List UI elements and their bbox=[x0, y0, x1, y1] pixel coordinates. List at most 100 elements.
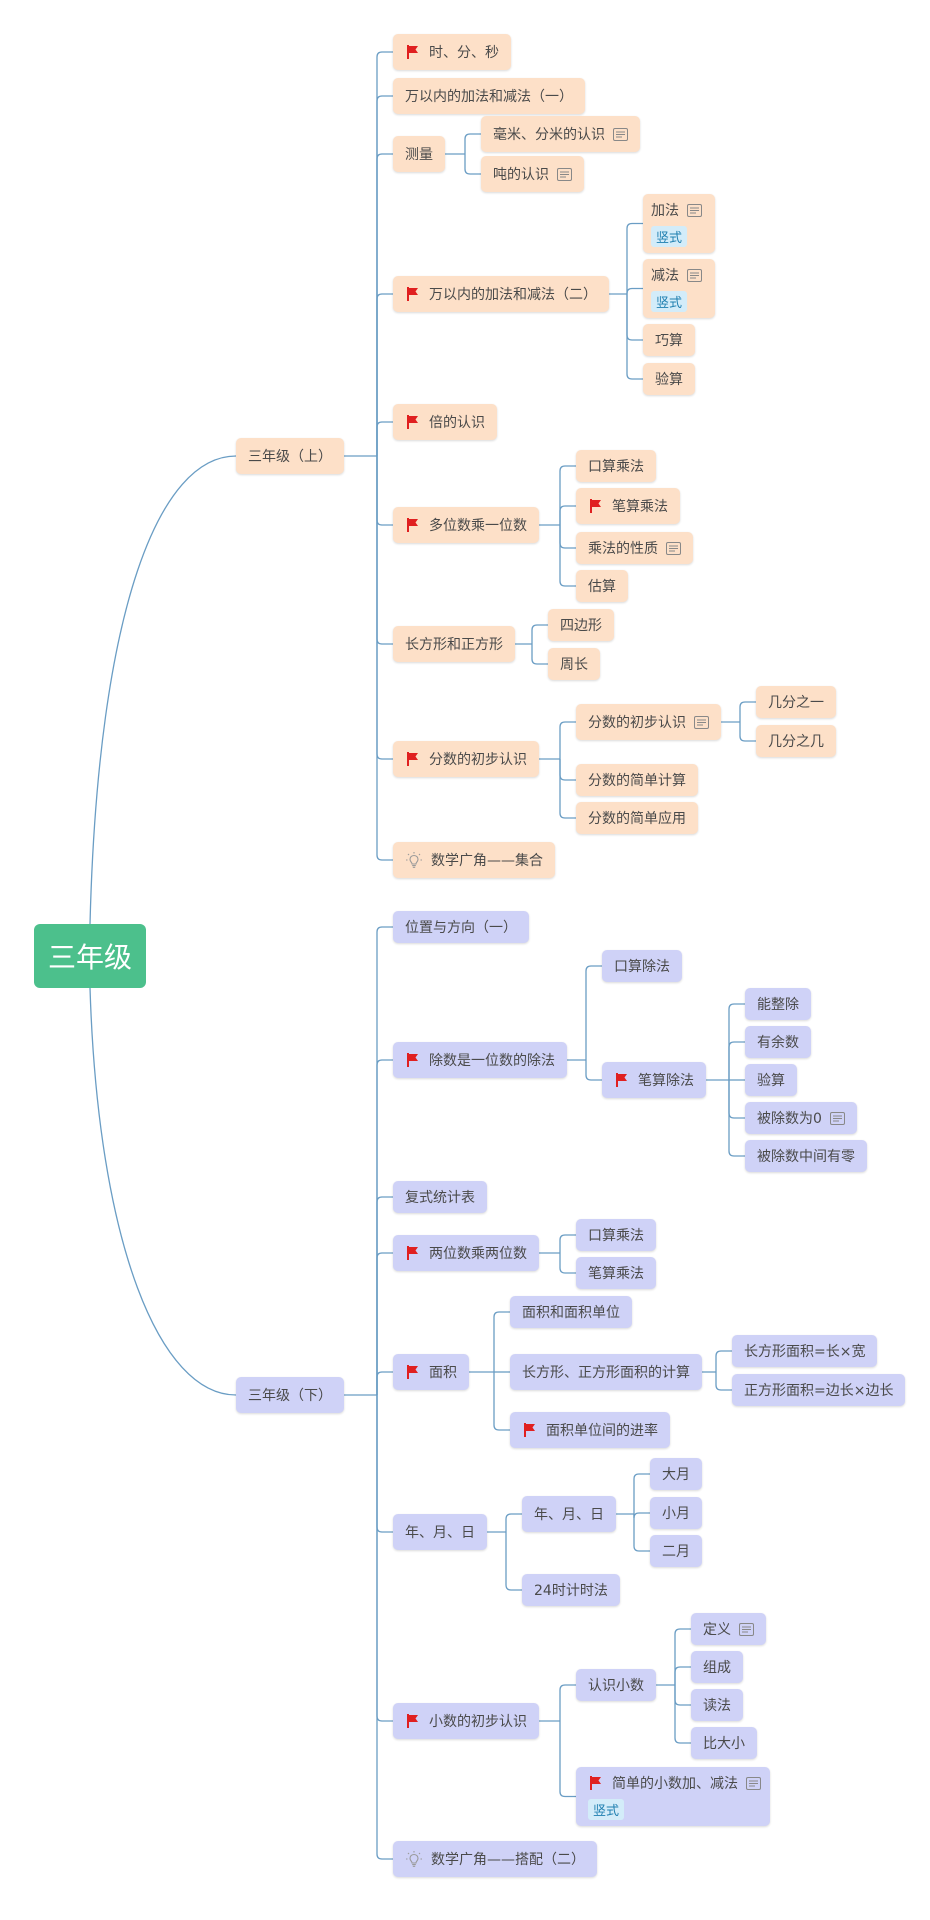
subtopic-label: 被除数中间有零 bbox=[757, 1149, 855, 1165]
connector-line bbox=[585, 1060, 602, 1081]
note-icon[interactable] bbox=[666, 541, 681, 555]
topic-lower-3[interactable]: 复式统计表 bbox=[393, 1181, 487, 1213]
flag-icon bbox=[405, 1245, 421, 1261]
subtopic-lower-5-1[interactable]: 面积和面积单位 bbox=[510, 1296, 632, 1328]
connector-line bbox=[728, 1080, 745, 1157]
note-icon[interactable] bbox=[746, 1776, 761, 1790]
connector-line bbox=[376, 456, 393, 645]
subtopic-lower-7-1d[interactable]: 比大小 bbox=[691, 1727, 757, 1759]
subtopic-upper-4-2[interactable]: 减法 竖式 bbox=[643, 259, 715, 318]
subtopic-lower-7-1c[interactable]: 读法 bbox=[691, 1689, 743, 1721]
topic-upper-3[interactable]: 测量 bbox=[393, 136, 445, 172]
subtopic-lower-2-2[interactable]: 笔算除法 bbox=[602, 1062, 706, 1098]
topic-lower-2[interactable]: 除数是一位数的除法 bbox=[393, 1042, 567, 1078]
subtopic-lower-2-2b[interactable]: 有余数 bbox=[745, 1026, 811, 1058]
subtopic-lower-2-2d[interactable]: 被除数为0 bbox=[745, 1102, 857, 1134]
subtopic-upper-6-2[interactable]: 笔算乘法 bbox=[576, 488, 680, 524]
subtopic-upper-8-1a[interactable]: 几分之一 bbox=[756, 686, 836, 718]
subtopic-lower-6-1[interactable]: 年、月、日 bbox=[522, 1496, 616, 1532]
connector-line bbox=[464, 133, 481, 154]
subtopic-upper-7-2[interactable]: 周长 bbox=[548, 648, 600, 680]
subtopic-label: 小月 bbox=[662, 1506, 690, 1522]
topic-lower-8[interactable]: 数学广角——搭配（二） bbox=[393, 1841, 597, 1877]
connector-line bbox=[739, 701, 756, 722]
subtopic-lower-6-1a[interactable]: 大月 bbox=[650, 1458, 702, 1490]
subtopic-upper-4-3[interactable]: 巧算 bbox=[643, 324, 695, 356]
note-icon[interactable] bbox=[687, 203, 702, 217]
connector-line bbox=[376, 456, 393, 760]
topic-upper-7[interactable]: 长方形和正方形 bbox=[393, 626, 515, 662]
subtopic-lower-7-1a[interactable]: 定义 bbox=[691, 1613, 766, 1645]
topic-lower-1[interactable]: 位置与方向（一） bbox=[393, 911, 529, 943]
subtopic-upper-6-4[interactable]: 估算 bbox=[576, 570, 628, 602]
topic-label: 倍的认识 bbox=[429, 415, 485, 431]
subtopic-upper-3-2[interactable]: 吨的认识 bbox=[481, 156, 584, 192]
topic-lower-5[interactable]: 面积 bbox=[393, 1354, 469, 1390]
connector-line bbox=[633, 1512, 650, 1519]
topic-upper-4[interactable]: 万以内的加法和减法（二） bbox=[393, 276, 609, 312]
topic-upper-9[interactable]: 数学广角——集合 bbox=[393, 842, 555, 878]
connector-line bbox=[493, 1372, 510, 1431]
topic-upper-1[interactable]: 时、分、秒 bbox=[393, 34, 511, 70]
topic-label: 分数的初步认识 bbox=[429, 752, 527, 768]
topic-label: 小数的初步认识 bbox=[429, 1714, 527, 1730]
subtopic-upper-8-1[interactable]: 分数的初步认识 bbox=[576, 704, 721, 740]
subtopic-lower-5-2b[interactable]: 正方形面积=边长×边长 bbox=[732, 1374, 906, 1406]
topic-upper-2[interactable]: 万以内的加法和减法（一） bbox=[393, 78, 585, 114]
subtopic-lower-5-2[interactable]: 长方形、正方形面积的计算 bbox=[510, 1354, 702, 1390]
topic-lower-7[interactable]: 小数的初步认识 bbox=[393, 1703, 539, 1739]
branch-lower[interactable]: 三年级（下） bbox=[236, 1377, 344, 1413]
subtopic-lower-5-2a[interactable]: 长方形面积=长×宽 bbox=[732, 1335, 878, 1367]
subtopic-lower-5-3[interactable]: 面积单位间的进率 bbox=[510, 1412, 670, 1448]
topic-upper-6[interactable]: 多位数乘一位数 bbox=[393, 507, 539, 543]
subtopic-lower-6-2[interactable]: 24时计时法 bbox=[522, 1574, 620, 1606]
subtopic-upper-6-3[interactable]: 乘法的性质 bbox=[576, 532, 693, 564]
subtopic-lower-2-2a[interactable]: 能整除 bbox=[745, 988, 811, 1020]
subtopic-lower-7-1[interactable]: 认识小数 bbox=[576, 1669, 656, 1701]
connector-line bbox=[531, 644, 548, 665]
connector-line bbox=[626, 287, 643, 294]
subtopic-upper-8-1b[interactable]: 几分之几 bbox=[756, 725, 836, 757]
subtopic-upper-8-2[interactable]: 分数的简单计算 bbox=[576, 764, 698, 796]
subtopic-upper-4-1[interactable]: 加法 竖式 bbox=[643, 194, 715, 253]
connector-line bbox=[559, 1684, 576, 1721]
vertical-form-tag: 竖式 bbox=[651, 226, 688, 247]
connector-line bbox=[728, 1080, 745, 1119]
subtopic-lower-4-2[interactable]: 笔算乘法 bbox=[576, 1257, 656, 1289]
note-icon[interactable] bbox=[694, 715, 709, 729]
subtopic-label: 大月 bbox=[662, 1467, 690, 1483]
connector-line bbox=[376, 1395, 393, 1860]
subtopic-lower-2-2c[interactable]: 验算 bbox=[745, 1064, 797, 1096]
subtopic-lower-2-1[interactable]: 口算除法 bbox=[602, 950, 682, 982]
topic-lower-4[interactable]: 两位数乘两位数 bbox=[393, 1235, 539, 1271]
subtopic-label: 长方形面积=长×宽 bbox=[744, 1344, 866, 1360]
subtopic-lower-6-1b[interactable]: 小月 bbox=[650, 1497, 702, 1529]
topic-label: 时、分、秒 bbox=[429, 45, 499, 61]
root-node[interactable]: 三年级 bbox=[34, 924, 147, 988]
topic-upper-5[interactable]: 倍的认识 bbox=[393, 404, 497, 440]
branch-upper[interactable]: 三年级（上） bbox=[236, 438, 344, 474]
topic-upper-8[interactable]: 分数的初步认识 bbox=[393, 741, 539, 777]
note-icon[interactable] bbox=[829, 1111, 845, 1125]
note-icon[interactable] bbox=[739, 1622, 754, 1636]
subtopic-upper-3-1[interactable]: 毫米、分米的认识 bbox=[481, 116, 640, 152]
subtopic-upper-4-4[interactable]: 验算 bbox=[643, 363, 695, 395]
subtopic-lower-7-1b[interactable]: 组成 bbox=[691, 1651, 743, 1683]
subtopic-lower-7-2[interactable]: 简单的小数加、减法 竖式 bbox=[576, 1767, 770, 1826]
subtopic-label: 分数的初步认识 bbox=[588, 715, 686, 731]
subtopic-lower-2-2e[interactable]: 被除数中间有零 bbox=[745, 1140, 867, 1172]
connector-line bbox=[559, 505, 576, 525]
subtopic-upper-8-3[interactable]: 分数的简单应用 bbox=[576, 802, 698, 834]
note-icon[interactable] bbox=[557, 167, 572, 181]
subtopic-lower-4-1[interactable]: 口算乘法 bbox=[576, 1219, 656, 1251]
note-icon[interactable] bbox=[687, 268, 702, 282]
subtopic-upper-6-1[interactable]: 口算乘法 bbox=[576, 450, 656, 482]
connector-line bbox=[559, 759, 576, 781]
branch-lower-label: 三年级（下） bbox=[248, 1388, 332, 1404]
topic-lower-6[interactable]: 年、月、日 bbox=[393, 1514, 487, 1550]
topic-label: 多位数乘一位数 bbox=[429, 518, 527, 534]
subtopic-lower-6-1c[interactable]: 二月 bbox=[650, 1535, 702, 1567]
subtopic-upper-7-1[interactable]: 四边形 bbox=[548, 609, 614, 641]
branch-upper-label: 三年级（上） bbox=[248, 449, 332, 465]
note-icon[interactable] bbox=[613, 127, 628, 141]
